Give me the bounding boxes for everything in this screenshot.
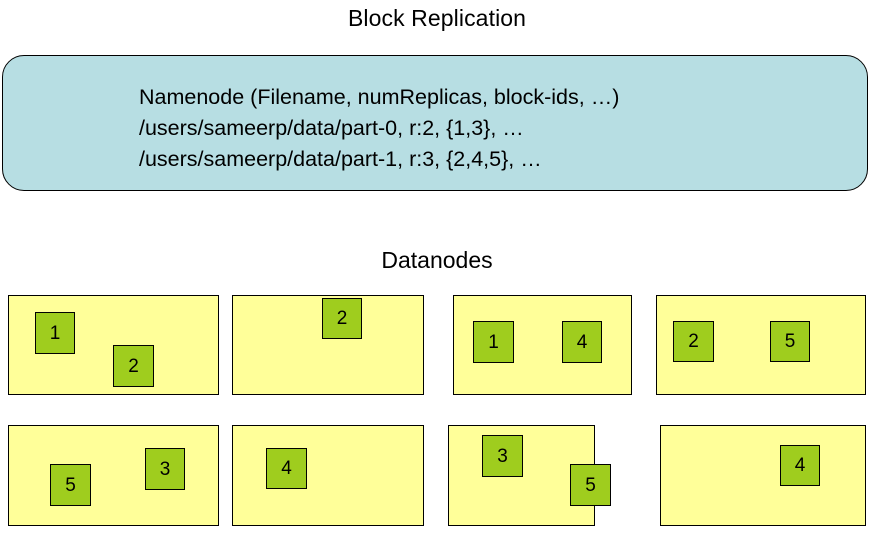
block-replica[interactable]: 2: [322, 298, 362, 339]
block-replica[interactable]: 4: [266, 448, 307, 489]
block-replica[interactable]: 1: [35, 312, 75, 354]
block-replica[interactable]: 3: [482, 435, 523, 477]
datanode-box[interactable]: 4: [232, 425, 424, 526]
namenode-panel: Namenode (Filename, numReplicas, block-i…: [2, 55, 868, 191]
datanode-box[interactable]: 2: [232, 295, 424, 395]
block-replica[interactable]: 5: [50, 464, 91, 506]
block-replica[interactable]: 4: [780, 445, 820, 486]
block-replica[interactable]: 3: [145, 448, 185, 490]
namenode-file-line-part-1: /users/sameerp/data/part-1, r:3, {2,4,5}…: [139, 147, 542, 171]
page-title: Block Replication: [347, 5, 527, 31]
block-replica[interactable]: 2: [113, 345, 154, 387]
datanode-box[interactable]: 4: [660, 425, 866, 526]
block-replica[interactable]: 1: [473, 321, 514, 363]
block-replica[interactable]: 5: [570, 464, 611, 506]
block-replica[interactable]: 4: [562, 321, 602, 363]
namenode-metadata-text: Namenode (Filename, numReplicas, block-i…: [139, 82, 619, 175]
namenode-schema-line: Namenode (Filename, numReplicas, block-i…: [139, 85, 620, 109]
block-replica[interactable]: 2: [673, 321, 714, 362]
block-replica[interactable]: 5: [770, 321, 810, 362]
datanodes-section-label: Datanodes: [381, 247, 493, 273]
namenode-file-line-part-0: /users/sameerp/data/part-0, r:2, {1,3}, …: [139, 116, 524, 140]
